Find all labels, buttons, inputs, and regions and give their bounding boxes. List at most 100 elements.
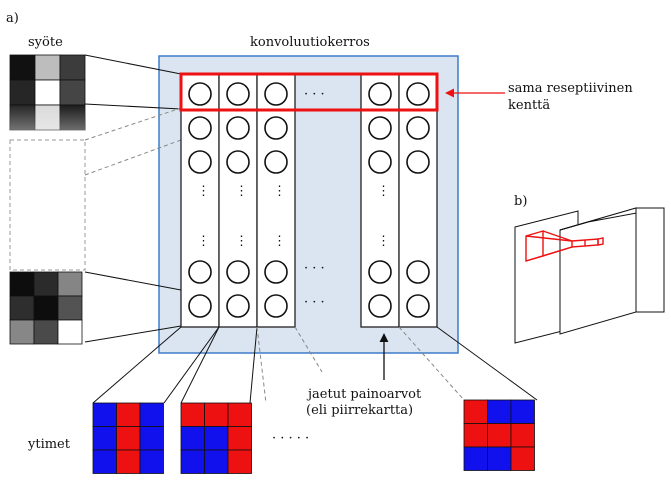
neuron bbox=[264, 150, 288, 174]
input-pixel bbox=[9, 54, 36, 81]
neuron bbox=[406, 150, 430, 174]
input-pixel bbox=[57, 319, 83, 345]
input-pixel bbox=[9, 295, 35, 321]
kernel-cell bbox=[227, 426, 252, 451]
receptive-field-3d bbox=[525, 230, 604, 262]
neuron bbox=[264, 260, 288, 284]
kernel-cell bbox=[92, 449, 117, 474]
kernel-connection-line bbox=[180, 326, 220, 404]
input-label: syöte bbox=[28, 35, 63, 50]
input-pixel bbox=[9, 319, 35, 345]
input-pixel bbox=[59, 54, 86, 81]
input-pixel bbox=[9, 271, 35, 297]
kernel-dots: · · · · · bbox=[272, 431, 309, 446]
neuron bbox=[368, 150, 392, 174]
neuron bbox=[368, 260, 392, 284]
neuron bbox=[188, 82, 212, 106]
kernel-cell bbox=[227, 449, 252, 474]
kernel-cell bbox=[487, 423, 512, 448]
neuron bbox=[264, 116, 288, 140]
neuron bbox=[188, 150, 212, 174]
neuron-column bbox=[398, 73, 438, 328]
column-vdots: ⋮ bbox=[377, 184, 390, 199]
kernel-cell bbox=[139, 402, 164, 427]
column-vdots: ⋮ bbox=[273, 184, 286, 199]
input-grid-bottom bbox=[9, 271, 83, 345]
kernel-grids bbox=[92, 399, 535, 474]
receptive-field-label-line1: sama reseptiivinen bbox=[508, 81, 633, 96]
neuron bbox=[368, 294, 392, 318]
kernel-cell bbox=[463, 399, 488, 424]
neuron bbox=[406, 82, 430, 106]
neuron bbox=[406, 116, 430, 140]
kernel-cell bbox=[204, 402, 229, 427]
kernels-label: ytimet bbox=[27, 437, 71, 452]
receptive-field-label-line2: kenttä bbox=[508, 98, 550, 113]
neuron bbox=[188, 116, 212, 140]
neuron bbox=[368, 116, 392, 140]
kernel-cell bbox=[463, 423, 488, 448]
input-connection-dashed bbox=[84, 139, 182, 176]
kernel-connection-dashed bbox=[398, 326, 465, 401]
input-pixel bbox=[9, 79, 36, 106]
input-pixel bbox=[34, 79, 61, 106]
input-connection-dashed bbox=[84, 107, 182, 141]
layer-dots-middle: · · · bbox=[304, 261, 325, 276]
kernel-cell bbox=[180, 449, 205, 474]
column-vdots: ⋮ bbox=[197, 184, 210, 199]
neuron-column bbox=[218, 73, 258, 328]
shared-weights-label-line2: (eli piirrekartta) bbox=[306, 403, 413, 418]
neuron bbox=[226, 82, 250, 106]
layer-dots-bottom: · · · bbox=[304, 295, 325, 310]
column-vdots: ⋮ bbox=[235, 184, 248, 199]
input-pixel bbox=[59, 79, 86, 106]
input-dashed-frame bbox=[9, 139, 86, 271]
kernel-cell bbox=[116, 426, 141, 451]
input-pixel bbox=[34, 54, 61, 81]
neuron bbox=[406, 294, 430, 318]
kernel-connection-line bbox=[163, 326, 220, 404]
conv-layer-label: konvoluutiokerros bbox=[250, 35, 370, 50]
kernel-connection-line bbox=[249, 326, 258, 404]
layer-volume-side bbox=[635, 207, 665, 313]
neuron bbox=[406, 260, 430, 284]
kernel-connection-dashed bbox=[256, 326, 267, 404]
kernel-connection-line bbox=[436, 326, 538, 401]
column-vdots: ⋮ bbox=[273, 234, 286, 249]
input-pixel bbox=[33, 271, 59, 297]
neuron bbox=[264, 82, 288, 106]
kernel-connection-line bbox=[92, 326, 182, 404]
input-connection-line bbox=[84, 54, 182, 75]
kernel-cell bbox=[92, 402, 117, 427]
input-pixel bbox=[57, 271, 83, 297]
kernel-cell bbox=[510, 446, 535, 471]
input-pixel bbox=[33, 319, 59, 345]
input-connection-line bbox=[84, 103, 182, 110]
neuron-columns: ⋮⋮⋮⋮⋮⋮⋮⋮ bbox=[180, 73, 438, 328]
receptive-field-highlight bbox=[179, 72, 439, 112]
part-a-label: a) bbox=[6, 11, 19, 26]
kernel-cell bbox=[510, 399, 535, 424]
neuron bbox=[264, 294, 288, 318]
shared-weights-label-line1: jaetut painoarvot bbox=[306, 387, 422, 402]
neuron-column bbox=[360, 73, 400, 328]
conv-3d-sketch bbox=[514, 207, 665, 344]
kernel-cell bbox=[92, 426, 117, 451]
kernel-cell bbox=[180, 426, 205, 451]
neuron bbox=[226, 294, 250, 318]
layer-dots-top: · · · bbox=[304, 87, 325, 102]
kernel-cell bbox=[180, 402, 205, 427]
kernel-cell bbox=[116, 449, 141, 474]
kernel-cell bbox=[463, 446, 488, 471]
kernel-cell bbox=[204, 449, 229, 474]
neuron bbox=[188, 294, 212, 318]
neuron bbox=[226, 150, 250, 174]
part-b-label: b) bbox=[514, 194, 527, 209]
column-vdots: ⋮ bbox=[377, 234, 390, 249]
input-grid-top bbox=[9, 54, 86, 131]
kernel-cell bbox=[204, 426, 229, 451]
neuron bbox=[226, 116, 250, 140]
kernel-cell bbox=[227, 402, 252, 427]
neuron bbox=[226, 260, 250, 284]
